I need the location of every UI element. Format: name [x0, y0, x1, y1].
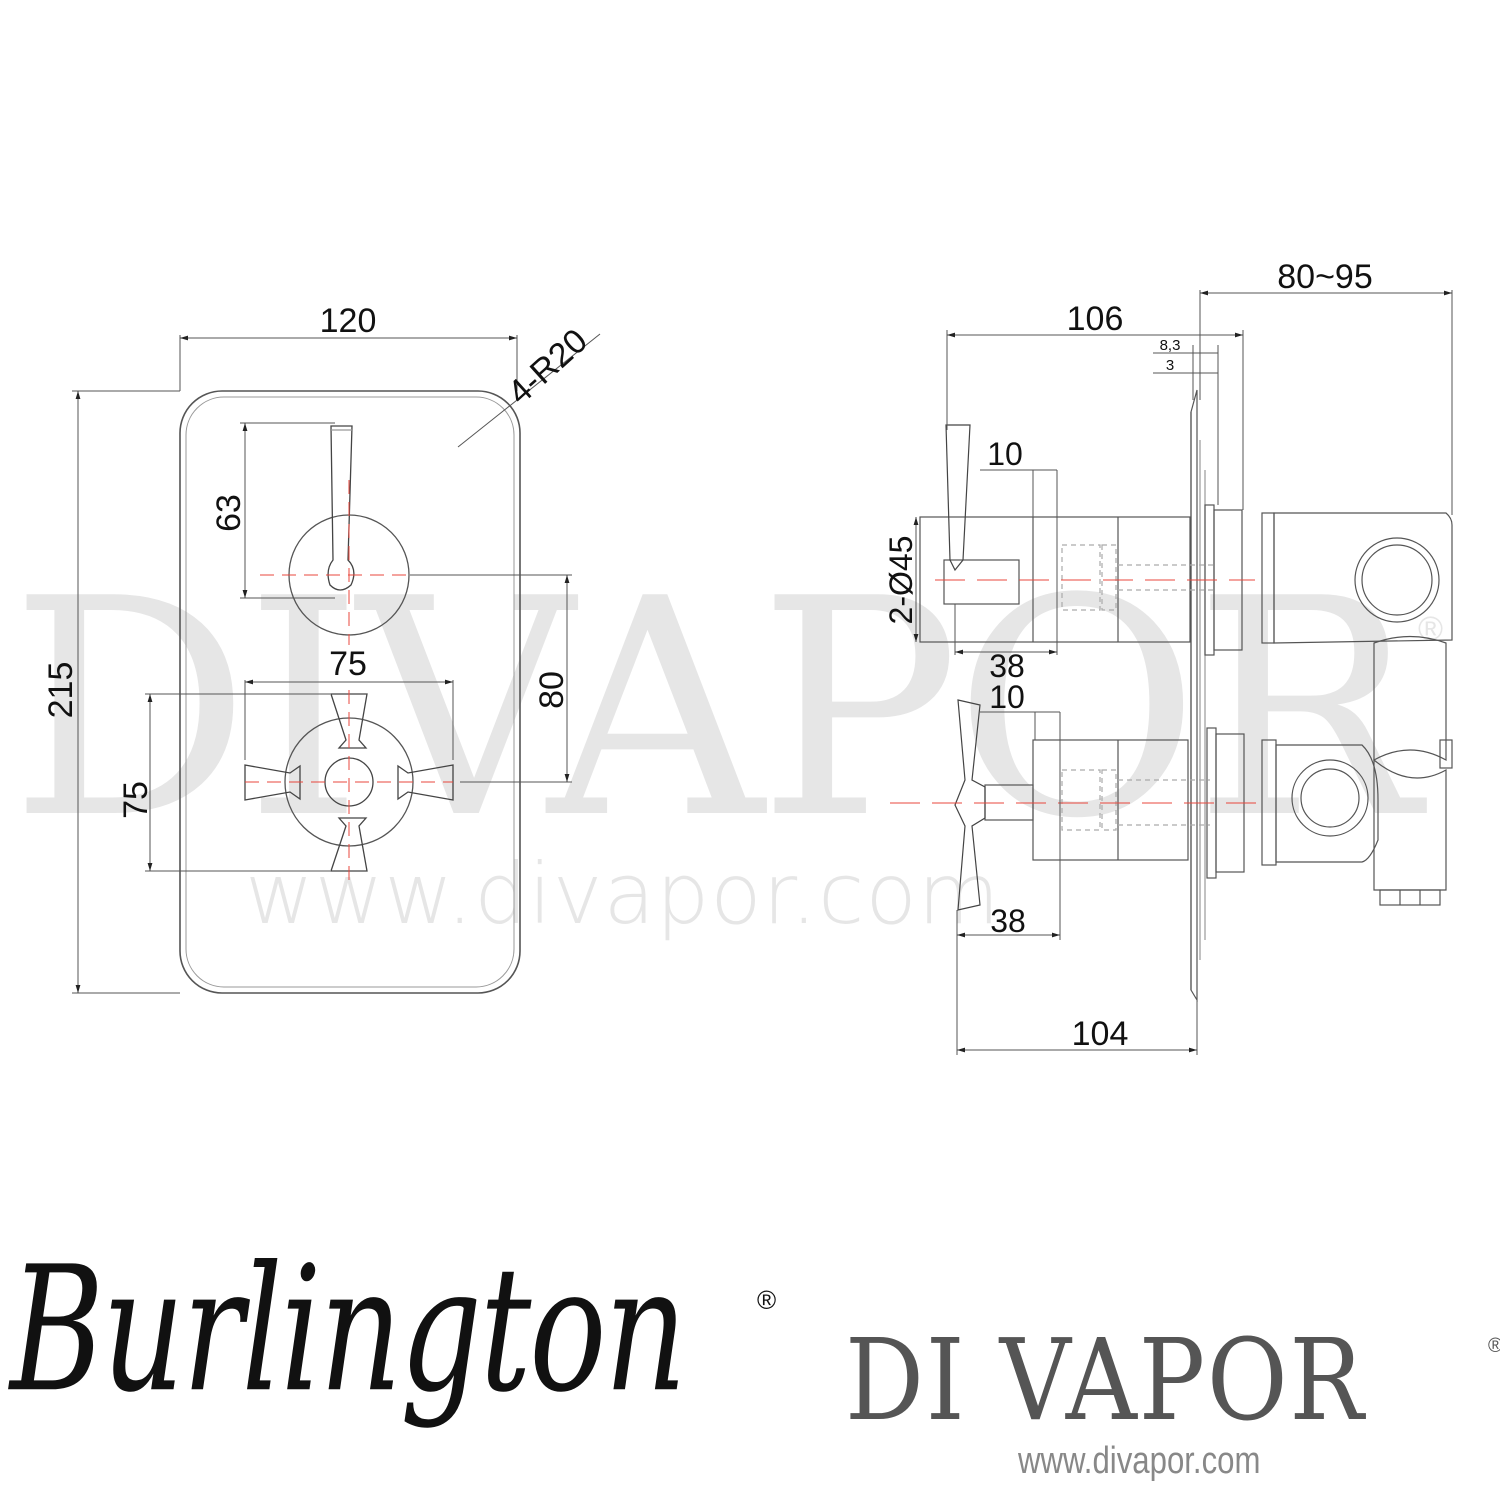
upper-valve-body — [1273, 512, 1453, 644]
cross-handle — [244, 693, 454, 872]
lower-outlet-port — [1291, 759, 1369, 837]
side-cover-plate — [1190, 389, 1198, 1003]
dim-corner-radius: 4-R20 — [501, 322, 595, 412]
dim-overall-depth-lower: 104 — [1072, 1015, 1129, 1053]
watermark-url: www.divapor.com — [245, 845, 1001, 943]
cover-plate — [179, 390, 521, 994]
dim-cross-width: 75 — [329, 645, 367, 683]
front-centrelines — [245, 480, 453, 880]
watermark-registered-mark: ® — [1418, 610, 1444, 648]
dim-overall-depth-upper: 106 — [1067, 300, 1124, 338]
lower-valve-body — [1275, 744, 1379, 863]
dim-cross-height: 75 — [117, 781, 155, 819]
side-view — [890, 290, 1453, 1055]
front-view — [72, 333, 601, 994]
dim-wall-depth-range: 80~95 — [1277, 258, 1373, 296]
upper-outlet-port — [1354, 537, 1440, 623]
dim-cross-body-lower: 38 — [990, 903, 1026, 939]
dim-centre-distance: 80 — [533, 671, 571, 709]
dim-lever-collar-upper: 10 — [987, 436, 1023, 472]
burlington-logo: Burlington — [10, 1230, 687, 1432]
dim-plate-height: 215 — [42, 662, 80, 719]
burlington-registered-mark: ® — [757, 1285, 777, 1315]
divapor-registered-mark: ® — [1488, 1335, 1500, 1357]
dim-lever-height: 63 — [210, 494, 248, 532]
lever-handle — [327, 425, 355, 591]
dim-lever-body-upper: 38 — [989, 648, 1025, 684]
dim-plate-width: 120 — [320, 302, 377, 340]
upper-lever-side — [945, 424, 971, 572]
lower-cross-body — [1032, 739, 1189, 861]
divapor-url[interactable]: www.divapor.com — [1018, 1440, 1261, 1482]
dim-plate-offset: 8,3 — [1160, 337, 1181, 354]
lower-cross-side — [954, 699, 986, 911]
dim-handle-diameter: 2-Ø45 — [883, 536, 919, 625]
dim-cross-collar-lower: 10 — [989, 679, 1025, 715]
divapor-logo: DI VAPOR — [845, 1316, 1366, 1446]
dim-plate-thickness: 3 — [1166, 357, 1174, 374]
